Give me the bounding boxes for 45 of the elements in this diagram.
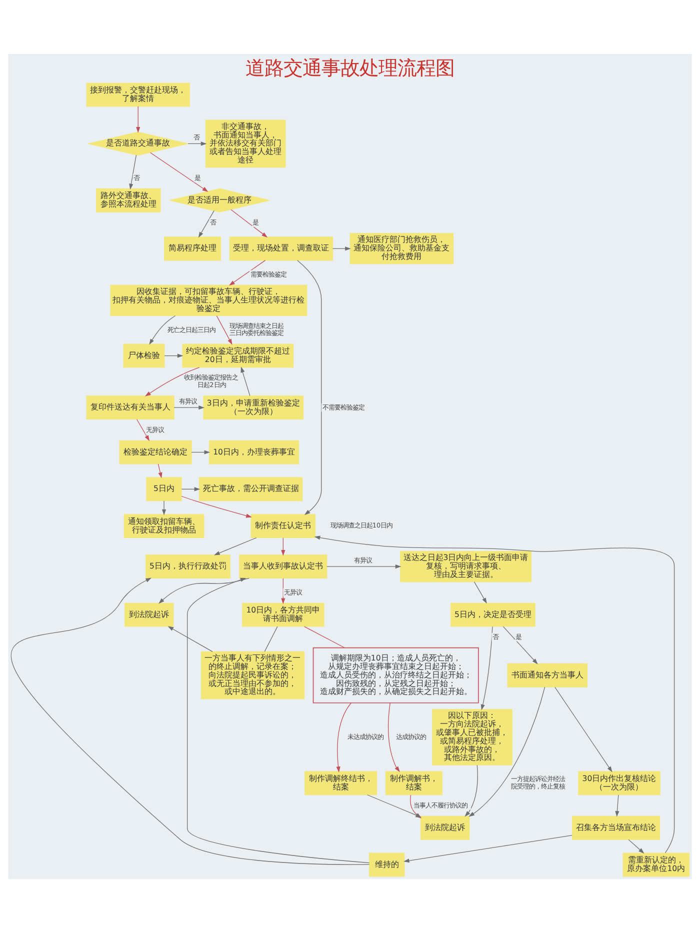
arrow [615, 794, 620, 817]
arrow [129, 154, 137, 190]
arrow [216, 316, 232, 345]
arrow [136, 419, 150, 442]
arrow [314, 536, 675, 854]
arrow [181, 487, 200, 492]
arrow [174, 406, 204, 410]
arrow [403, 835, 572, 863]
arrow [367, 794, 422, 818]
diagram-title: 道路交通事故处理流程图 [246, 56, 454, 80]
arrow [158, 464, 162, 478]
arrow [628, 839, 644, 854]
arrow [502, 626, 538, 664]
arrow [144, 367, 200, 396]
arrow [10, 578, 370, 865]
connector [264, 626, 278, 652]
arrow [326, 564, 402, 569]
arrow [468, 686, 546, 817]
arrow [188, 142, 207, 146]
arrow [214, 537, 257, 556]
arrow [162, 500, 166, 516]
arrow [164, 354, 184, 358]
arrow [181, 496, 252, 518]
arrow [230, 209, 268, 238]
connector [304, 626, 345, 648]
arrow [150, 152, 208, 192]
arrow [240, 366, 250, 396]
arrow [297, 260, 322, 515]
arrow [336, 702, 352, 772]
arrow [168, 626, 213, 652]
arrow [158, 578, 250, 604]
arrow [149, 315, 176, 345]
arrow [281, 578, 286, 604]
arrow [281, 538, 286, 556]
arrow [554, 686, 612, 772]
arrow [229, 260, 266, 286]
arrow [480, 626, 493, 710]
arrow [136, 106, 140, 133]
arrow [474, 581, 487, 604]
arrow [191, 450, 210, 454]
arrow [464, 764, 478, 817]
arrow [332, 246, 351, 251]
arrow [198, 210, 214, 238]
arrow [187, 578, 370, 864]
arrow [388, 702, 400, 772]
